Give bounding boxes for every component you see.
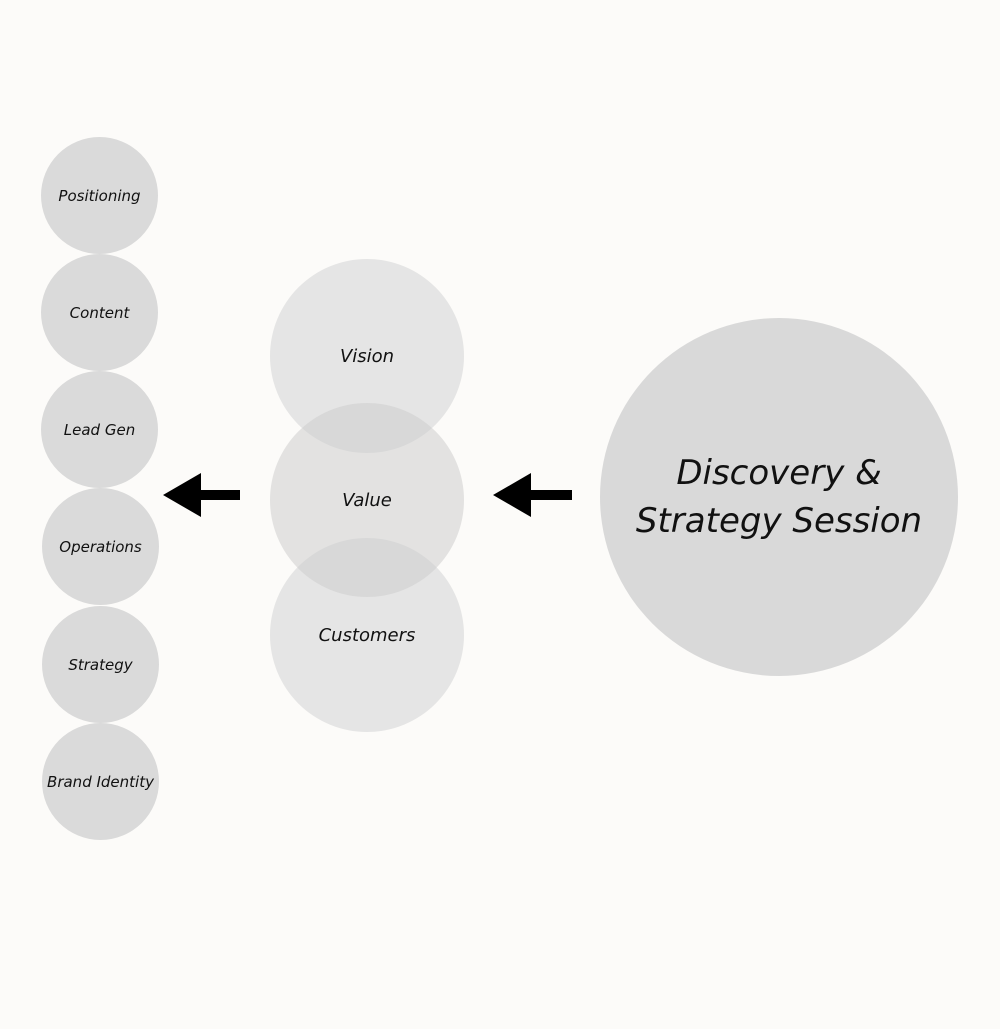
main-circle-line1: Discovery & [676, 452, 882, 493]
left-circle-lead-gen: Lead Gen [41, 371, 158, 488]
left-circle-label: Content [69, 303, 130, 322]
arrow-left-icon [163, 473, 240, 517]
middle-circle-label: Value [342, 489, 392, 511]
main-circle: Discovery & Strategy Session [600, 318, 958, 676]
left-circle-strategy: Strategy [42, 606, 159, 723]
left-circle-label: Brand Identity [47, 772, 154, 791]
main-circle-line2: Strategy Session [635, 501, 923, 541]
left-circle-positioning: Positioning [41, 137, 158, 254]
left-circle-label: Operations [59, 537, 142, 556]
main-circle-title: Discovery & Strategy Session [636, 449, 922, 546]
left-circle-brand-identity: Brand Identity [42, 723, 159, 840]
middle-circle-value: Value [270, 403, 464, 597]
arrow-left-icon [493, 473, 572, 517]
left-circle-label: Strategy [68, 655, 133, 674]
middle-circle-label: Customers [318, 624, 416, 646]
left-circle-content: Content [41, 254, 158, 371]
left-circle-operations: Operations [42, 488, 159, 605]
left-circle-label: Positioning [58, 186, 141, 205]
left-circle-label: Lead Gen [63, 420, 136, 439]
middle-circle-label: Vision [339, 345, 395, 367]
